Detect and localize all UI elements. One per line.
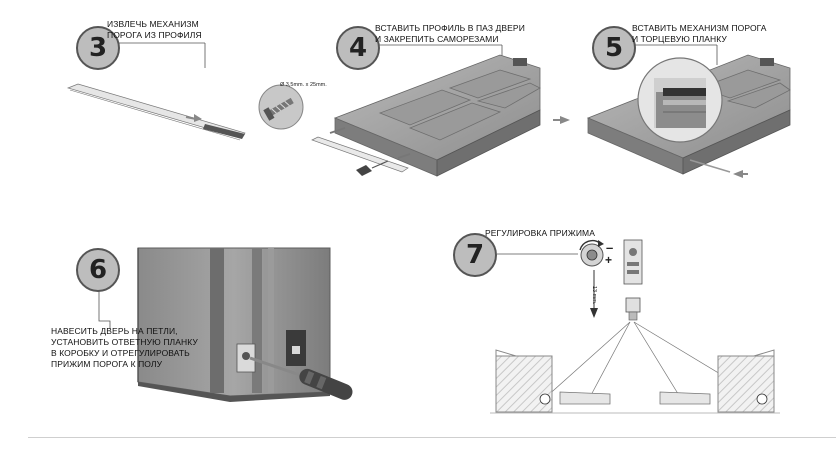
step-4-illustration <box>258 44 541 177</box>
step-3-caption-line-1: ИЗВЛЕЧЬ МЕХАНИЗМ <box>107 19 199 29</box>
step-7-number: 7 <box>465 240 485 270</box>
step-7-illustration <box>490 239 780 414</box>
step-6-badge: 6 <box>76 248 120 292</box>
step-5-caption-line-2: И ТОРЦЕВУЮ ПЛАНКУ <box>632 34 727 44</box>
step-3-caption: ИЗВЛЕЧЬ МЕХАНИЗМ ПОРОГА ИЗ ПРОФИЛЯ <box>107 19 202 41</box>
step-6-caption: НАВЕСИТЬ ДВЕРЬ НА ПЕТЛИ, УСТАНОВИТЬ ОТВЕ… <box>51 326 198 370</box>
step-3-number: 3 <box>88 33 108 63</box>
step-3-badge: 3 <box>76 26 120 70</box>
step-7-caption: РЕГУЛИРОВКА ПРИЖИМА <box>485 228 595 239</box>
step-5-badge: 5 <box>592 26 636 70</box>
step-6-caption-line-4: ПРИЖИМ ПОРОГА К ПОЛУ <box>51 359 163 369</box>
step-4-caption-line-2: И ЗАКРЕПИТЬ САМОРЕЗАМИ <box>375 34 499 44</box>
step-7-caption-line-1: РЕГУЛИРОВКА ПРИЖИМА <box>485 228 595 238</box>
step-3-illustration <box>66 42 246 141</box>
step-5-caption: ВСТАВИТЬ МЕХАНИЗМ ПОРОГА И ТОРЦЕВУЮ ПЛАН… <box>632 23 767 45</box>
plus-sign: + <box>605 253 613 267</box>
step-6-caption-line-1: НАВЕСИТЬ ДВЕРЬ НА ПЕТЛИ, <box>51 326 178 336</box>
step-5-illustration <box>553 44 791 178</box>
step-6-caption-line-3: В КОРОБКУ И ОТРЕГУЛИРОВАТЬ <box>51 348 190 358</box>
step-5-number: 5 <box>604 33 624 63</box>
screw-spec-label: Ø 3,5mm. x 25mm. <box>280 82 327 88</box>
travel-distance-label: 13 mm. <box>591 286 597 305</box>
step-4-number: 4 <box>348 33 368 63</box>
step-5-caption-line-1: ВСТАВИТЬ МЕХАНИЗМ ПОРОГА <box>632 23 767 33</box>
step-4-caption-line-1: ВСТАВИТЬ ПРОФИЛЬ В ПАЗ ДВЕРИ <box>375 23 525 33</box>
step-3-caption-line-2: ПОРОГА ИЗ ПРОФИЛЯ <box>107 30 202 40</box>
step-6-caption-line-2: УСТАНОВИТЬ ОТВЕТНУЮ ПЛАНКУ <box>51 337 198 347</box>
minus-sign: – <box>606 240 614 255</box>
step-6-illustration <box>98 247 353 402</box>
step-7-badge: 7 <box>453 233 497 277</box>
step-6-number: 6 <box>88 255 108 285</box>
step-4-badge: 4 <box>336 26 380 70</box>
footer-divider <box>28 437 836 438</box>
step-4-caption: ВСТАВИТЬ ПРОФИЛЬ В ПАЗ ДВЕРИ И ЗАКРЕПИТЬ… <box>375 23 525 45</box>
